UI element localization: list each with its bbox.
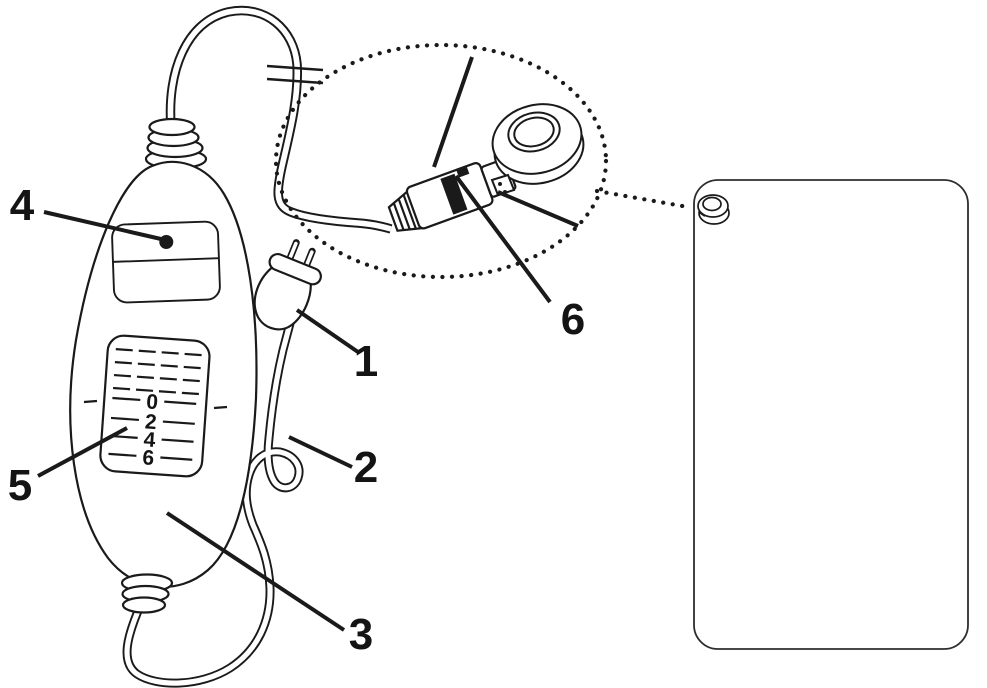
snap-receptacle	[490, 103, 585, 197]
detail-dotted-leader	[594, 188, 691, 210]
plug-face	[268, 252, 322, 286]
leader-1	[295, 308, 360, 354]
display-dashes	[108, 348, 202, 461]
leader-lines	[37, 56, 579, 632]
display-level-0: 0	[146, 390, 159, 414]
controller-to-pad-cable	[165, 5, 393, 234]
controller: 0 2 4 6	[69, 117, 258, 614]
connector-black-tab	[455, 165, 470, 178]
leader-2	[288, 435, 353, 469]
callout-3: 3	[348, 610, 374, 659]
leader-5	[37, 426, 128, 478]
leader-6	[454, 174, 552, 304]
leader-detail-right	[497, 190, 579, 228]
callout-4: 4	[9, 181, 35, 230]
leader-detail-top	[432, 56, 474, 168]
power-plug	[253, 239, 322, 331]
callout-6: 6	[560, 295, 586, 344]
callout-5: 5	[7, 461, 33, 510]
display-level-6: 6	[142, 446, 155, 470]
callout-2: 2	[353, 443, 379, 492]
pad-snap-stud	[697, 194, 730, 225]
pad-connector-plug	[387, 103, 585, 232]
heating-pad	[693, 179, 969, 650]
display-level-2: 2	[144, 410, 157, 434]
callout-1: 1	[353, 337, 379, 386]
display-side-ticks	[83, 399, 228, 410]
leader-4	[43, 210, 162, 241]
controller-bottom-strain-relief	[120, 573, 174, 614]
leader-3	[165, 511, 346, 632]
indicator-panel	[111, 220, 221, 304]
plug-body	[253, 264, 312, 331]
detail-oval	[273, 42, 609, 280]
snap-latch	[490, 173, 516, 197]
display-level-4: 4	[143, 428, 157, 452]
cable-break-mark	[266, 64, 324, 85]
indicator-light	[159, 235, 174, 250]
connector-black-band	[440, 173, 468, 215]
power-cord	[122, 318, 304, 688]
level-display: 0 2 4 6	[99, 334, 211, 478]
